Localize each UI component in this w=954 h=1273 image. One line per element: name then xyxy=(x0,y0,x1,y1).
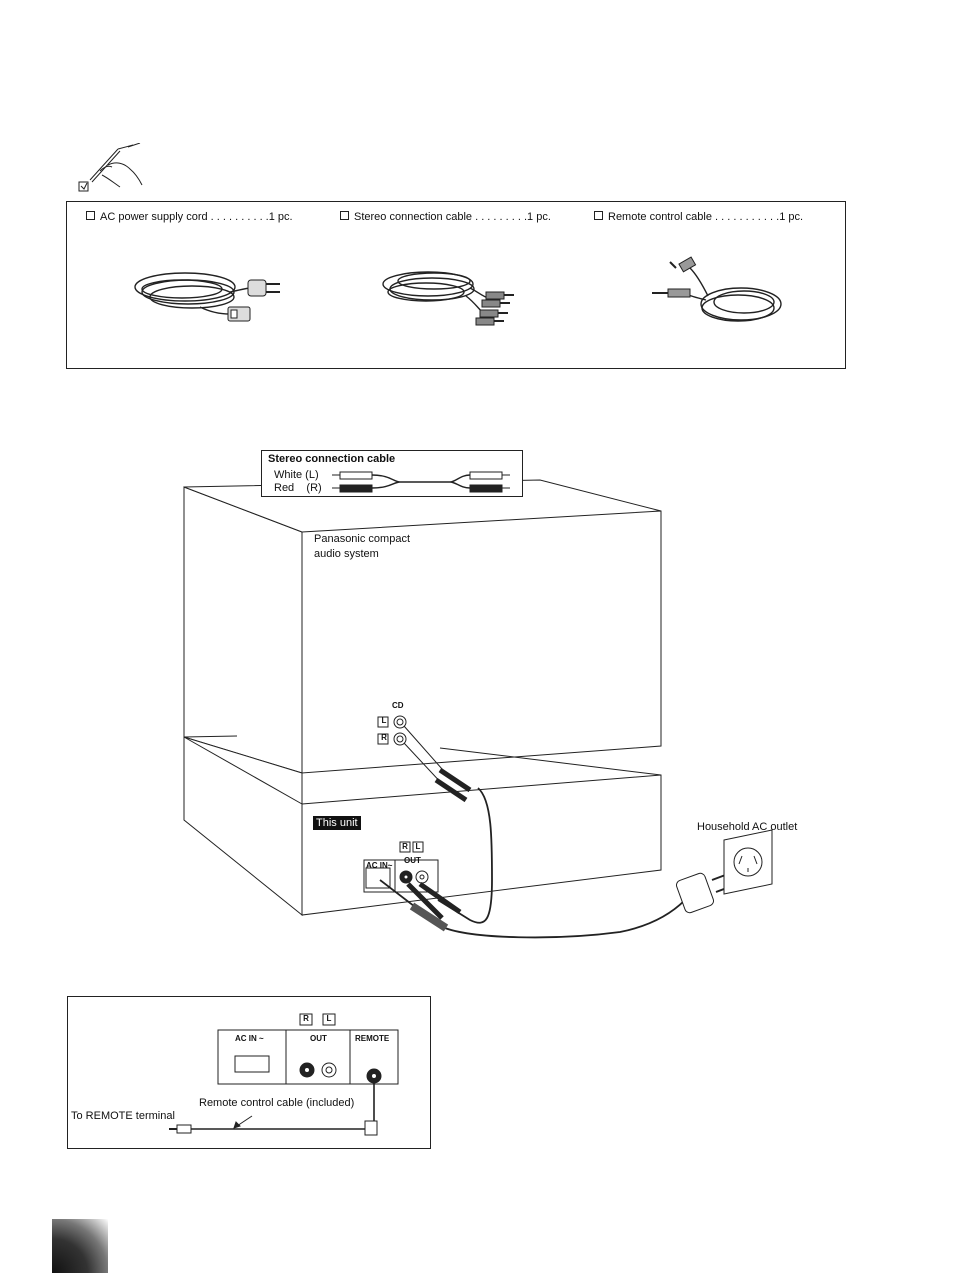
accessory-dots: . . . . . . . . . . . xyxy=(711,211,780,223)
accessory-label: Stereo connection cable xyxy=(354,211,473,223)
accessory-item-stereo-cable: Stereo connection cable . . . . . . . . … xyxy=(340,211,551,223)
checkbox-icon xyxy=(340,211,349,220)
checkbox-icon xyxy=(594,211,603,220)
this-unit-label: This unit xyxy=(313,816,361,830)
remote-cable-image xyxy=(652,256,782,322)
remote-panel-diagram xyxy=(169,1013,399,1136)
cd-terminal-label: CD xyxy=(392,701,404,710)
stereo-cable-plugs-icon xyxy=(332,471,510,493)
remote-connection-box xyxy=(67,996,431,1149)
remote-terminal-label: REMOTE xyxy=(355,1034,390,1043)
accessory-dots: . . . . . . . . . . xyxy=(207,211,269,223)
ac-power-cord-image xyxy=(134,272,280,322)
household-outlet-label: Household AC outlet xyxy=(697,821,798,833)
remote-out-label: OUT xyxy=(310,1034,327,1043)
remote-left-marker: L xyxy=(326,1014,332,1023)
white-channel-label: White (L) xyxy=(274,469,319,481)
audio-system-label-1: Panasonic compact xyxy=(314,533,410,545)
remote-ac-in-label: AC IN ~ xyxy=(235,1034,264,1043)
remote-cable-label: Remote control cable (included) xyxy=(199,1097,355,1109)
page-corner-tab xyxy=(52,1219,108,1273)
cd-left-marker: L xyxy=(381,716,387,725)
stereo-cable-image xyxy=(382,271,514,326)
accessory-dots: . . . . . . . . . xyxy=(472,211,528,223)
red-channel-label: Red (R) xyxy=(274,482,322,494)
accessory-qty: 1 pc. xyxy=(779,211,804,223)
to-remote-terminal-label: To REMOTE terminal xyxy=(71,1110,175,1122)
accessory-label: AC power supply cord xyxy=(100,211,208,223)
accessory-label: Remote control cable xyxy=(608,211,712,223)
note-pen-icon xyxy=(78,143,143,192)
accessory-qty: 1 pc. xyxy=(527,211,551,223)
audio-system-label-2: audio system xyxy=(314,548,379,560)
cd-right-marker: R xyxy=(381,733,387,742)
audio-system-box xyxy=(183,486,303,774)
out-right-marker: R xyxy=(402,842,408,851)
accessories-box xyxy=(66,201,846,369)
accessory-qty: 1 pc. xyxy=(268,211,293,223)
accessory-item-ac-cord: AC power supply cord . . . . . . . . . .… xyxy=(86,211,293,223)
ac-in-label: AC IN~ xyxy=(366,861,393,870)
out-left-marker: L xyxy=(415,842,421,851)
out-label: OUT xyxy=(404,856,421,865)
stereo-cable-title: Stereo connection cable xyxy=(268,453,396,465)
checkbox-icon xyxy=(86,211,95,220)
accessory-item-remote-cable: Remote control cable . . . . . . . . . .… xyxy=(594,211,803,223)
remote-right-marker: R xyxy=(303,1014,309,1023)
